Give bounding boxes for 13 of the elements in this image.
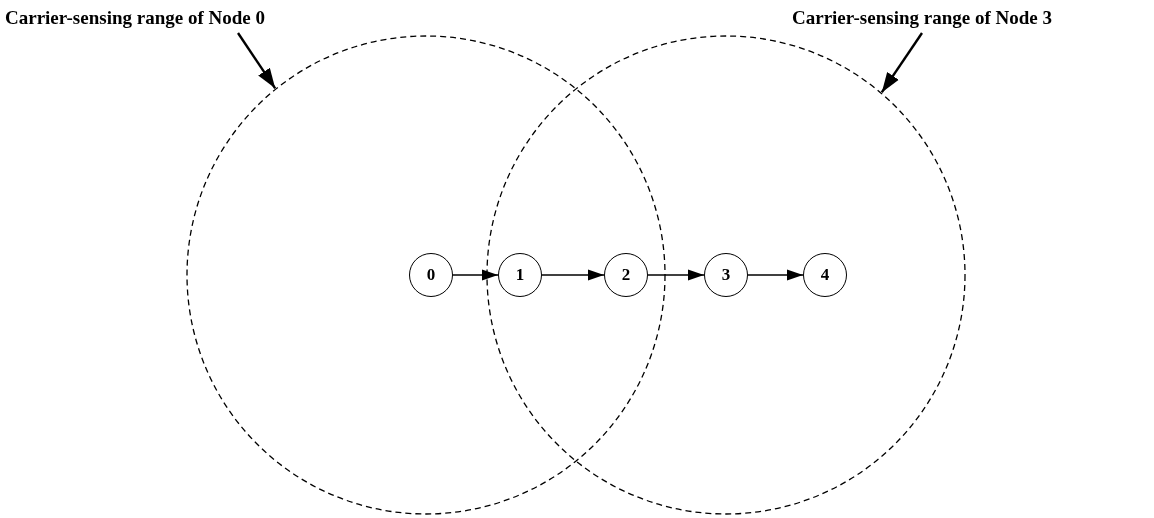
arrow [452, 269, 499, 281]
leader-arrow [237, 32, 277, 89]
leader-arrow [880, 32, 923, 94]
arrow [541, 269, 605, 281]
node-circle: 1 [498, 253, 542, 297]
range-label: Carrier-sensing range of Node 0 [5, 7, 350, 29]
arrow [647, 269, 705, 281]
node-circle: 4 [803, 253, 847, 297]
arrow [747, 269, 804, 281]
node-circle: 0 [409, 253, 453, 297]
node-circle: 3 [704, 253, 748, 297]
range-label: Carrier-sensing range of Node 3 [792, 7, 1150, 29]
node-circle: 2 [604, 253, 648, 297]
